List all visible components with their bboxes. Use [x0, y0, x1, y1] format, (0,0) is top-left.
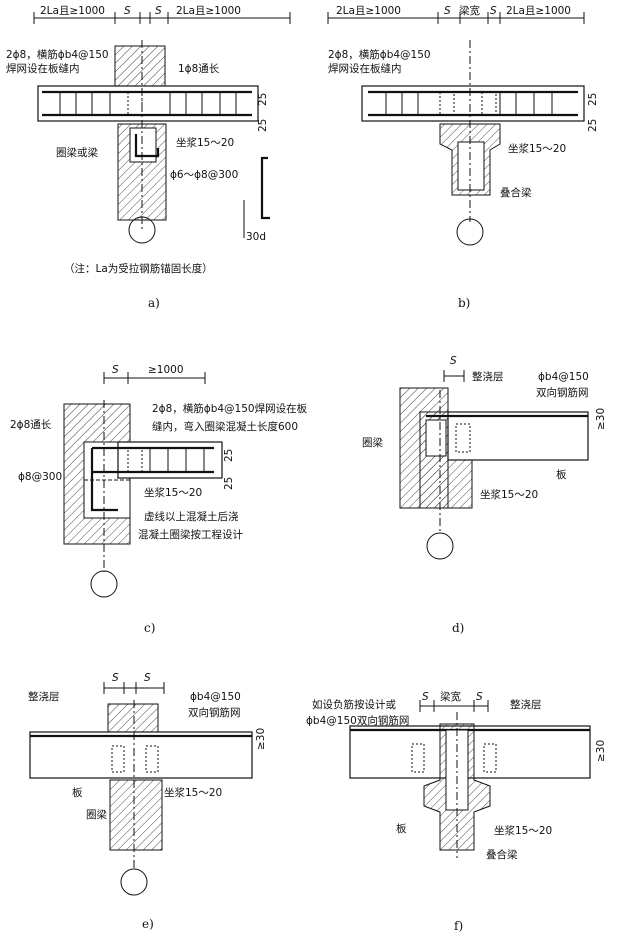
- dim-s-label: S: [124, 5, 131, 17]
- topping-label: 整浇层: [472, 370, 504, 383]
- dim-s-label: S: [112, 364, 119, 376]
- note-label: 虚线以上混凝土后浇: [144, 510, 239, 523]
- rebar-spec-label: 2ϕ8，横筋ϕb4@150: [6, 48, 109, 61]
- axis-bubble: [120, 868, 148, 896]
- caption-d: d): [452, 621, 464, 635]
- mortar-label: 坐浆15～20: [164, 786, 222, 799]
- mortar-label: 坐浆15～20: [144, 486, 202, 499]
- dim-s-label: S: [444, 5, 451, 17]
- axis-bubble: [456, 218, 484, 246]
- topping-label: 整浇层: [28, 690, 60, 703]
- panel-a: 2La且≥1000 S S 2La且≥1000 30d 25 25 2ϕ8: [6, 5, 291, 310]
- ring-beam-label: 圈梁: [362, 436, 383, 449]
- dim-left-label: 2La且≥1000: [40, 5, 105, 17]
- dim-right-label: 2La且≥1000: [506, 5, 571, 17]
- caption-f: f): [454, 919, 463, 933]
- dim-s-label: S: [450, 355, 457, 367]
- dim-30-label: ≥30: [255, 728, 267, 750]
- footnote: （注：La为受拉钢筋锚固长度）: [64, 262, 213, 275]
- dim-30-label: ≥30: [595, 408, 607, 430]
- mortar-label: 坐浆15～20: [508, 142, 566, 155]
- weld-mesh-label: 焊网设在板缝内: [328, 62, 402, 75]
- mortar-label: 坐浆15～20: [494, 824, 552, 837]
- note-label: 混凝土圈梁按工程设计: [138, 528, 243, 541]
- caption-e: e): [142, 917, 154, 931]
- dim-25-label: 25: [257, 93, 269, 106]
- rebar-spec-label: 缝内，弯入圈梁混凝土长度600: [152, 420, 298, 433]
- through-bar-label: 1ϕ8通长: [178, 63, 220, 75]
- negative-rebar-label: ϕb4@150双向钢筋网: [306, 714, 409, 727]
- caption-b: b): [458, 296, 470, 310]
- panel-e: S S 整浇层 ϕb4@150 双向钢筋网 ≥30 板 圈梁 坐浆15～20 e…: [28, 672, 267, 931]
- composite-beam-label: 叠合梁: [500, 186, 532, 199]
- stirrup-label: ϕ8@300: [18, 471, 62, 483]
- panel-c: S ≥1000 25 25 2ϕ8，横筋ϕb4@150焊网设在板 缝内，弯入圈梁…: [10, 364, 308, 635]
- rebar-spec-label: 2ϕ8，横筋ϕb4@150焊网设在板: [152, 402, 308, 415]
- dim-25-label: 25: [257, 119, 269, 132]
- panel-b: 2La且≥1000 S 梁宽 S 2La且≥1000 25 25 2ϕ8，横筋ϕ…: [327, 4, 599, 310]
- hook-30d-label: 30d: [246, 231, 266, 243]
- dim-left-label: 2La且≥1000: [336, 5, 401, 17]
- slab: [29, 731, 253, 779]
- dim-25-label: 25: [587, 119, 599, 132]
- dim-right-label: 2La且≥1000: [176, 5, 241, 17]
- dim-25-label: 25: [223, 477, 235, 490]
- dim-s-label: S: [490, 5, 497, 17]
- ring-beam-label: 圈梁或梁: [56, 146, 98, 159]
- slab-label: 板: [556, 468, 567, 481]
- dim-25-label: 25: [587, 93, 599, 106]
- upper-wall: [114, 45, 166, 87]
- stirrup-label: ϕ6～ϕ8@300: [170, 169, 238, 181]
- ring-beam-wall: [109, 779, 163, 851]
- mortar-label: 坐浆15～20: [176, 136, 234, 149]
- dim-s-label: S: [476, 691, 483, 703]
- upper-wall: [107, 703, 159, 733]
- caption-c: c): [144, 621, 155, 635]
- ring-beam-label: 圈梁: [86, 808, 107, 821]
- dim-s-label: S: [112, 672, 119, 684]
- dim-length-label: ≥1000: [148, 364, 184, 376]
- dim-25-label: 25: [223, 449, 235, 462]
- mesh-spec-label: ϕb4@150: [538, 371, 589, 383]
- panel-d: S 整浇层 ϕb4@150 双向钢筋网 圈梁 ≥30 板 坐浆15～20 d): [362, 355, 607, 635]
- rebar-spec-label: 2ϕ8，横筋ϕb4@150: [328, 48, 431, 61]
- mortar-label: 坐浆15～20: [480, 488, 538, 501]
- slab: [447, 411, 589, 461]
- axis-bubble: [128, 216, 156, 244]
- dim-30-label: ≥30: [595, 740, 607, 762]
- slab-label: 板: [72, 786, 83, 799]
- mesh-spec-label: ϕb4@150: [190, 691, 241, 703]
- axis-bubble: [90, 570, 118, 598]
- dim-s-label: S: [155, 5, 162, 17]
- through-bar-label: 2ϕ8通长: [10, 419, 52, 431]
- mesh-label: 双向钢筋网: [536, 386, 589, 399]
- dim-beam-width-label: 梁宽: [440, 690, 461, 703]
- dim-s-label: S: [422, 691, 429, 703]
- topping-label: 整浇层: [510, 698, 542, 711]
- dim-beam-width-label: 梁宽: [459, 4, 480, 17]
- panel-f: S 梁宽 S 如设负筋按设计或 ϕb4@150双向钢筋网 整浇层 ≥30 板 坐…: [306, 690, 607, 933]
- slab-label: 板: [396, 822, 407, 835]
- caption-a: a): [148, 296, 160, 310]
- composite-beam-label: 叠合梁: [486, 848, 518, 861]
- mesh-label: 双向钢筋网: [188, 706, 241, 719]
- negative-rebar-label: 如设负筋按设计或: [312, 698, 396, 711]
- axis-bubble: [426, 532, 454, 560]
- dim-s-label: S: [144, 672, 151, 684]
- weld-mesh-label: 焊网设在板缝内: [6, 62, 80, 75]
